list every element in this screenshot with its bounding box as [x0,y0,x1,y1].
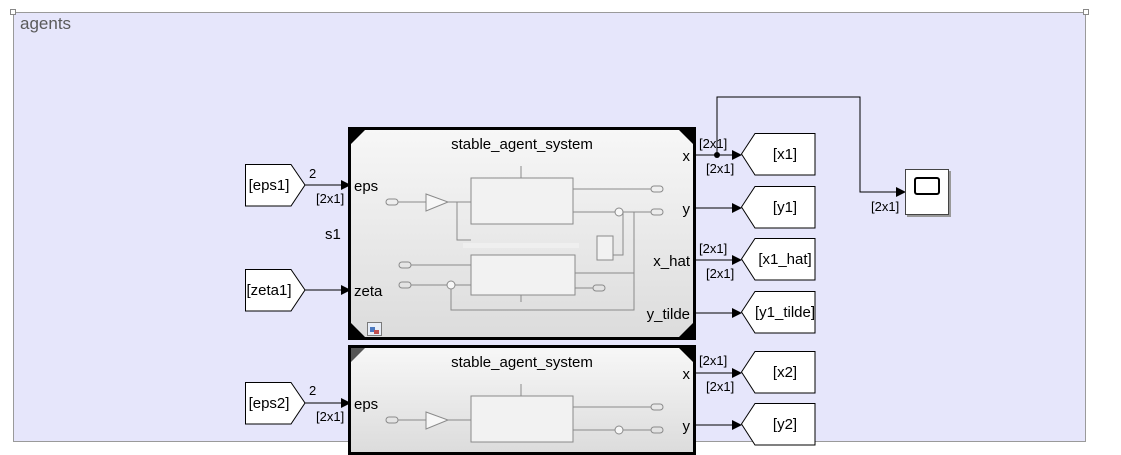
goto-x1-label: [x1] [772,145,798,163]
goto-y1[interactable]: [y1] [741,186,816,229]
signal-dim-xhat-bottom: [2x1] [706,266,735,281]
from-eps1-label: [eps1] [248,176,290,194]
subsystem-stable-agent-2[interactable]: stable_agent_system eps x y [348,345,696,455]
goto-x2[interactable]: [x2] [741,351,816,394]
area-resize-handle-right[interactable] [1083,9,1089,15]
port-y-tilde: y_tilde [646,306,690,323]
wire-x1-to-scope [716,96,906,197]
subsystem-preview [351,130,693,337]
signal-dim-eps1: [2x1] [316,191,345,206]
signal-dim-x1-bottom: [2x1] [706,161,735,176]
signal-dim-x2-top: [2x1] [699,353,728,368]
port-x-2: x [682,366,691,383]
signal-dim-eps2: [2x1] [316,409,345,424]
port-eps: eps [354,178,379,195]
scope-block[interactable] [905,169,949,215]
goto-x1-hat[interactable]: [x1_hat] [741,238,816,281]
port-eps-2: eps [354,396,379,413]
from-eps2-label: [eps2] [248,394,290,412]
block-name-s1: s1 [325,226,341,243]
signal-dim-x1-top: [2x1] [699,136,728,151]
area-title: agents [20,14,72,33]
subsystem-stable-agent-1[interactable]: stable_agent_system eps zeta x y x_hat y… [348,127,696,340]
subsystem-2-title: stable_agent_system [451,354,593,371]
signal-width-eps2: 2 [309,383,317,398]
goto-x1[interactable]: [x1] [741,133,816,176]
signal-dim-xhat-top: [2x1] [699,241,728,256]
port-y: y [682,201,691,218]
goto-y1-label: [y1] [772,198,798,216]
port-zeta: zeta [354,283,383,300]
subsystem-1-title: stable_agent_system [451,136,593,153]
goto-y1-tilde-label: [y1_tilde] [754,303,816,321]
area-resize-handle-left[interactable] [10,9,16,15]
branch-point [714,152,720,158]
goto-x2-label: [x2] [772,363,798,381]
from-zeta1-label: [zeta1] [246,281,292,299]
signal-lines [305,96,906,430]
port-y-2: y [682,418,691,435]
gain-triangle-icon [425,193,450,212]
from-eps1[interactable]: [eps1] [245,164,306,207]
port-x: x [682,148,691,165]
from-zeta1[interactable]: [zeta1] [245,269,306,312]
goto-y2[interactable]: [y2] [741,403,816,446]
goto-y1-tilde[interactable]: [y1_tilde] [741,291,816,334]
signal-width-eps1: 2 [309,166,317,181]
signal-dim-x2-bottom: [2x1] [706,379,735,394]
port-x-hat: x_hat [653,253,690,270]
signal-dim-scope: [2x1] [871,199,900,214]
link-icon[interactable] [367,322,382,336]
goto-x1-hat-label: [x1_hat] [758,250,812,268]
scope-icon [914,177,940,195]
goto-y2-label: [y2] [772,415,798,433]
from-eps2[interactable]: [eps2] [245,382,306,425]
